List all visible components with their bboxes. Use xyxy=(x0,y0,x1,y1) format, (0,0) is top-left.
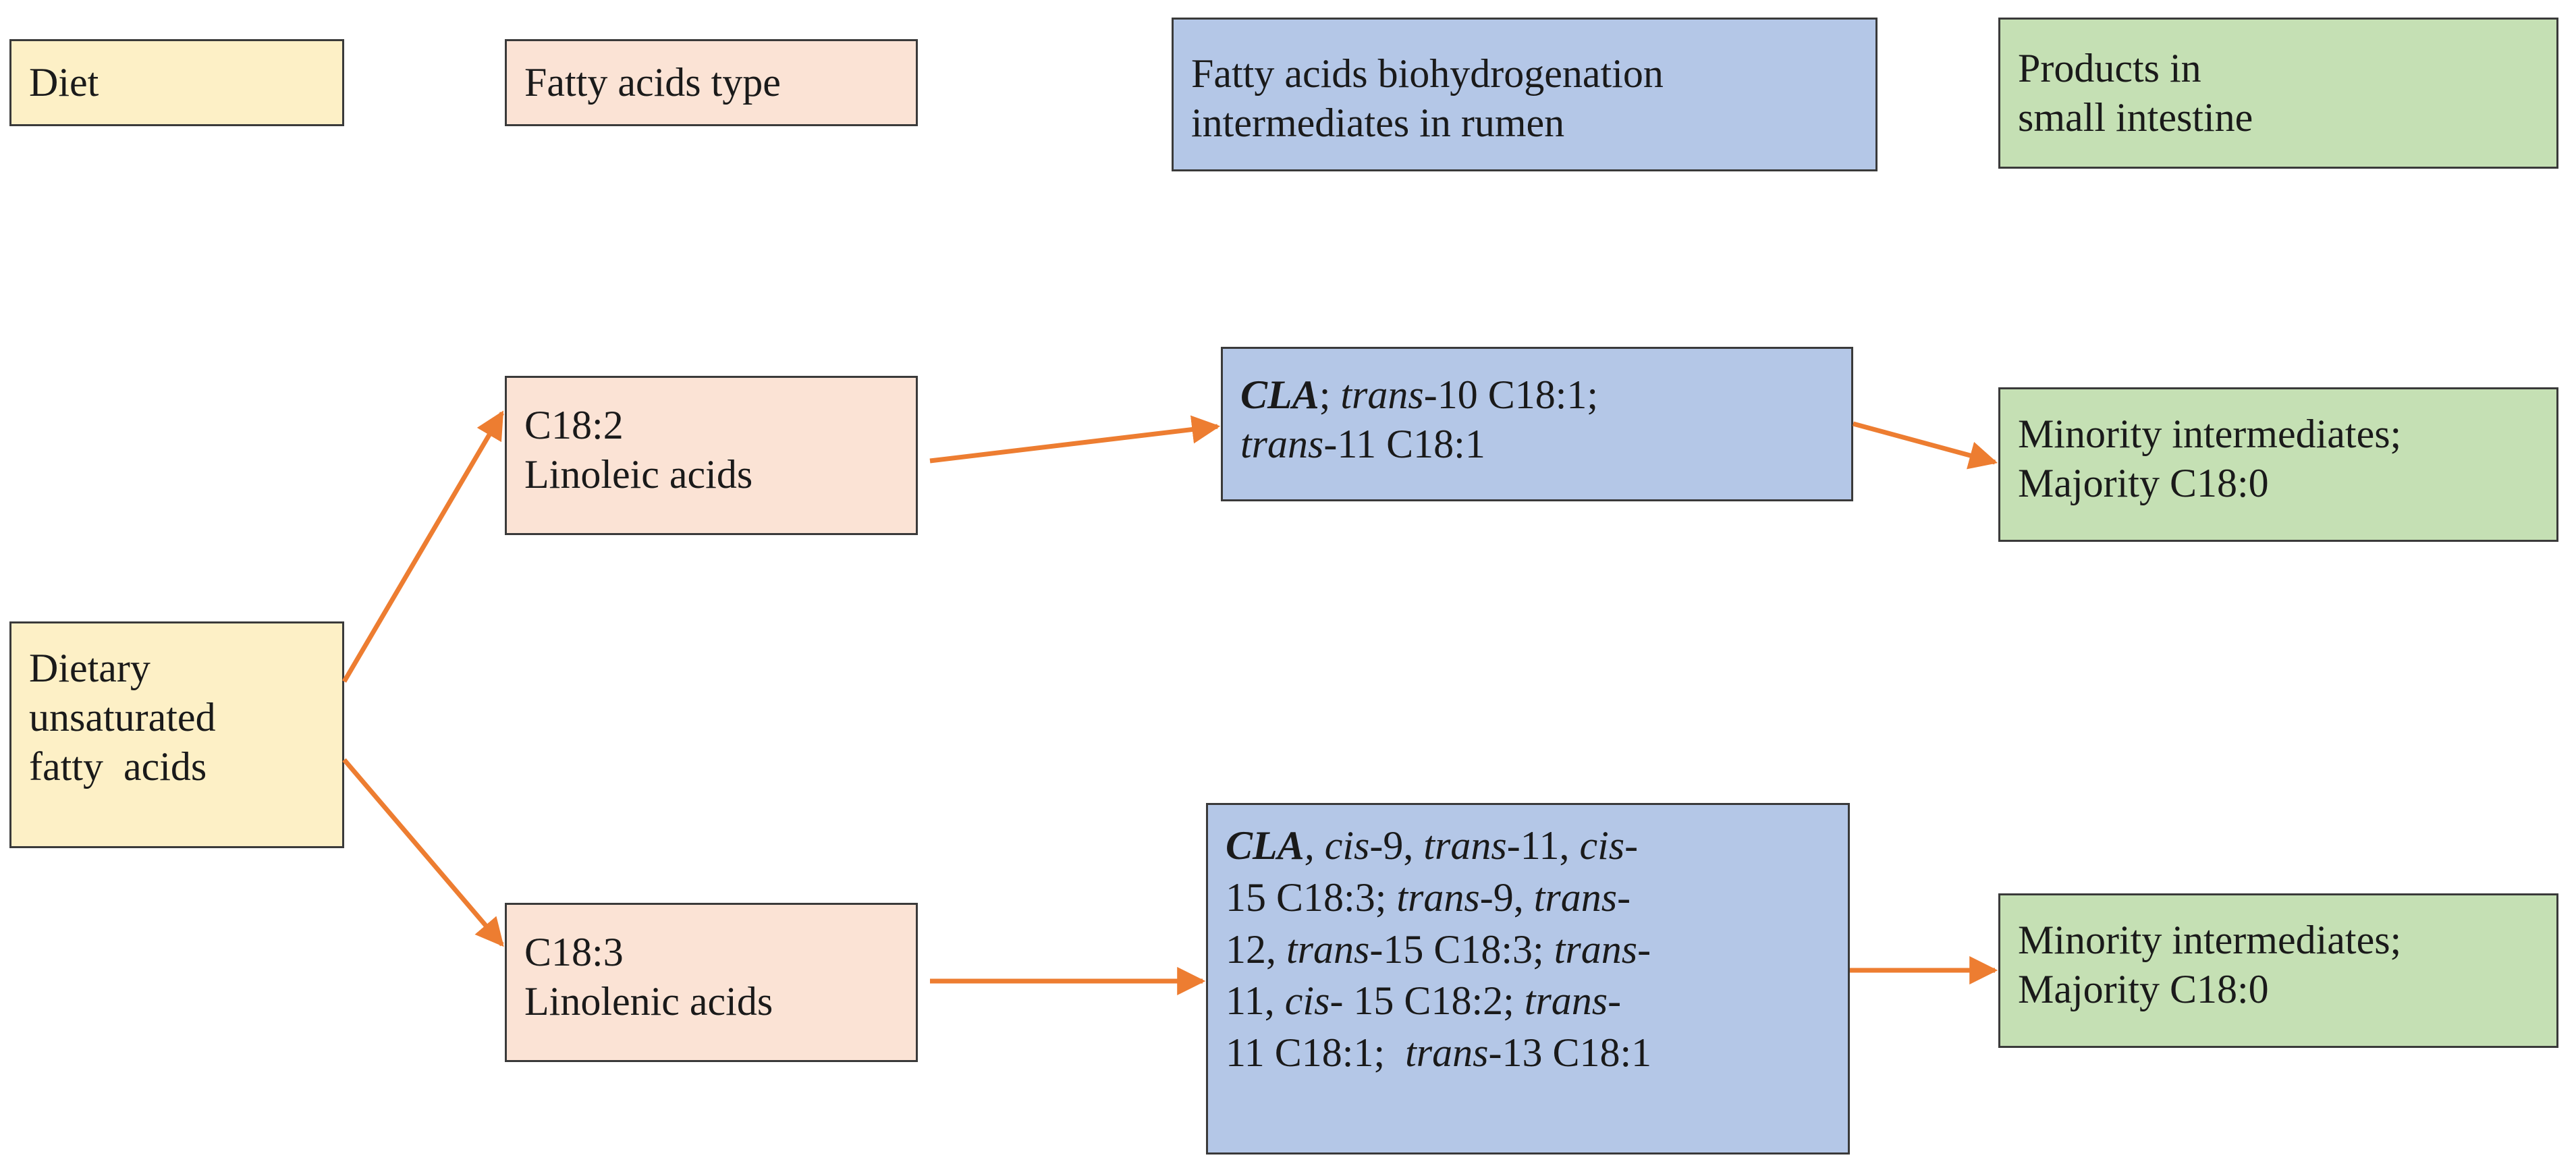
text-segment: 12, xyxy=(1226,926,1286,972)
text-segment: cis xyxy=(1284,978,1330,1024)
text-segment: - xyxy=(1637,926,1651,972)
text-segment: - xyxy=(1617,874,1631,920)
arrow-diet-to-c18-3 xyxy=(342,758,504,947)
text-segment: cis xyxy=(1579,823,1625,868)
diet-box-line-3: fatty acids xyxy=(29,744,207,789)
lower-intermediates-line: 11 C18:1; trans-13 C18:1 xyxy=(1226,1027,1830,1079)
c18-3-label: C18:3 xyxy=(524,930,624,974)
text-segment: -13 C18:1 xyxy=(1488,1030,1652,1076)
lower-intermediates-line: 15 C18:3; trans-9, trans- xyxy=(1226,872,1830,924)
lower-intermediates-line: 12, trans-15 C18:3; trans- xyxy=(1226,924,1830,976)
upper-intermediates-line: CLA; trans-10 C18:1; xyxy=(1240,370,1834,420)
text-segment: trans xyxy=(1396,874,1480,920)
text-segment: -9, xyxy=(1479,874,1534,920)
text-segment: trans xyxy=(1340,372,1424,417)
dietary-unsaturated-fatty-acids-box: Dietary unsaturated fatty acids xyxy=(9,621,344,848)
text-segment: trans xyxy=(1533,874,1618,920)
arrow-upper-rumen-to-intestine xyxy=(1853,421,1998,470)
header-rumen-line-2: intermediates in rumen xyxy=(1191,101,1565,145)
lower-intermediates-line: CLA, cis-9, trans-11, cis- xyxy=(1226,820,1830,872)
header-small-intestine-products: Products in small intestine xyxy=(1998,18,2558,169)
header-intestine-line-1: Products in xyxy=(2018,45,2201,90)
c18-2-linoleic-box: C18:2 Linoleic acids xyxy=(505,376,918,535)
text-segment: - 15 C18:2; xyxy=(1330,978,1525,1024)
text-segment: 11 C18:1; xyxy=(1226,1030,1406,1076)
text-segment: 15 C18:3; xyxy=(1226,874,1397,920)
header-diet-label: Diet xyxy=(29,59,99,105)
upper-rumen-intermediates-box: CLA; trans-10 C18:1; trans-11 C18:1 xyxy=(1221,347,1853,501)
lower-rumen-intermediates-box: CLA, cis-9, trans-11, cis- 15 C18:3; tra… xyxy=(1206,803,1850,1155)
text-segment: - xyxy=(1608,978,1622,1024)
header-rumen-intermediates: Fatty acids biohydrogenation intermediat… xyxy=(1172,18,1878,171)
text-segment: ; xyxy=(1319,372,1341,417)
text-segment: -11 C18:1 xyxy=(1323,422,1485,467)
lower-products-line-2: Majority C18:0 xyxy=(2018,967,2269,1012)
lower-products-line-1: Minority intermediates; xyxy=(2018,918,2402,962)
header-fatty-acids-type-label: Fatty acids type xyxy=(524,59,781,105)
text-segment: trans xyxy=(1240,422,1324,467)
upper-small-intestine-products-box: Minority intermediates; Majority C18:0 xyxy=(1998,387,2558,542)
text-segment: cis xyxy=(1324,823,1370,868)
arrow-c18-2-to-rumen xyxy=(929,415,1221,464)
linolenic-acids-label: Linolenic acids xyxy=(524,979,773,1024)
text-segment: CLA xyxy=(1226,823,1305,868)
text-segment: -11, xyxy=(1506,823,1580,868)
text-segment: - xyxy=(1624,823,1639,868)
c18-2-label: C18:2 xyxy=(524,403,624,447)
header-rumen-line-1: Fatty acids biohydrogenation xyxy=(1191,51,1664,96)
text-segment: CLA xyxy=(1240,372,1319,417)
lower-small-intestine-products-box: Minority intermediates; Majority C18:0 xyxy=(1998,893,2558,1048)
linoleic-acids-label: Linoleic acids xyxy=(524,452,753,497)
diet-box-line-2: unsaturated xyxy=(29,695,216,740)
text-segment: -10 C18:1; xyxy=(1423,372,1599,417)
upper-products-line-1: Minority intermediates; xyxy=(2018,412,2402,456)
header-fatty-acids-type: Fatty acids type xyxy=(505,39,918,126)
text-segment: , xyxy=(1304,823,1325,868)
text-segment: trans xyxy=(1423,823,1507,868)
header-intestine-line-2: small intestine xyxy=(2018,95,2253,140)
text-segment: trans xyxy=(1554,926,1638,972)
text-segment: trans xyxy=(1405,1030,1489,1076)
text-segment: trans xyxy=(1286,926,1370,972)
c18-3-linolenic-box: C18:3 Linolenic acids xyxy=(505,903,918,1062)
text-segment: 11, xyxy=(1226,978,1285,1024)
upper-products-line-2: Majority C18:0 xyxy=(2018,461,2269,506)
text-segment: -9, xyxy=(1369,823,1424,868)
lower-intermediates-line: 11, cis- 15 C18:2; trans- xyxy=(1226,975,1830,1027)
header-diet: Diet xyxy=(9,39,344,126)
upper-intermediates-line: trans-11 C18:1 xyxy=(1240,420,1834,469)
text-segment: -15 C18:3; xyxy=(1369,926,1554,972)
text-segment: trans xyxy=(1524,978,1608,1024)
arrow-diet-to-c18-2 xyxy=(341,410,505,683)
diet-box-line-1: Dietary xyxy=(29,646,150,690)
